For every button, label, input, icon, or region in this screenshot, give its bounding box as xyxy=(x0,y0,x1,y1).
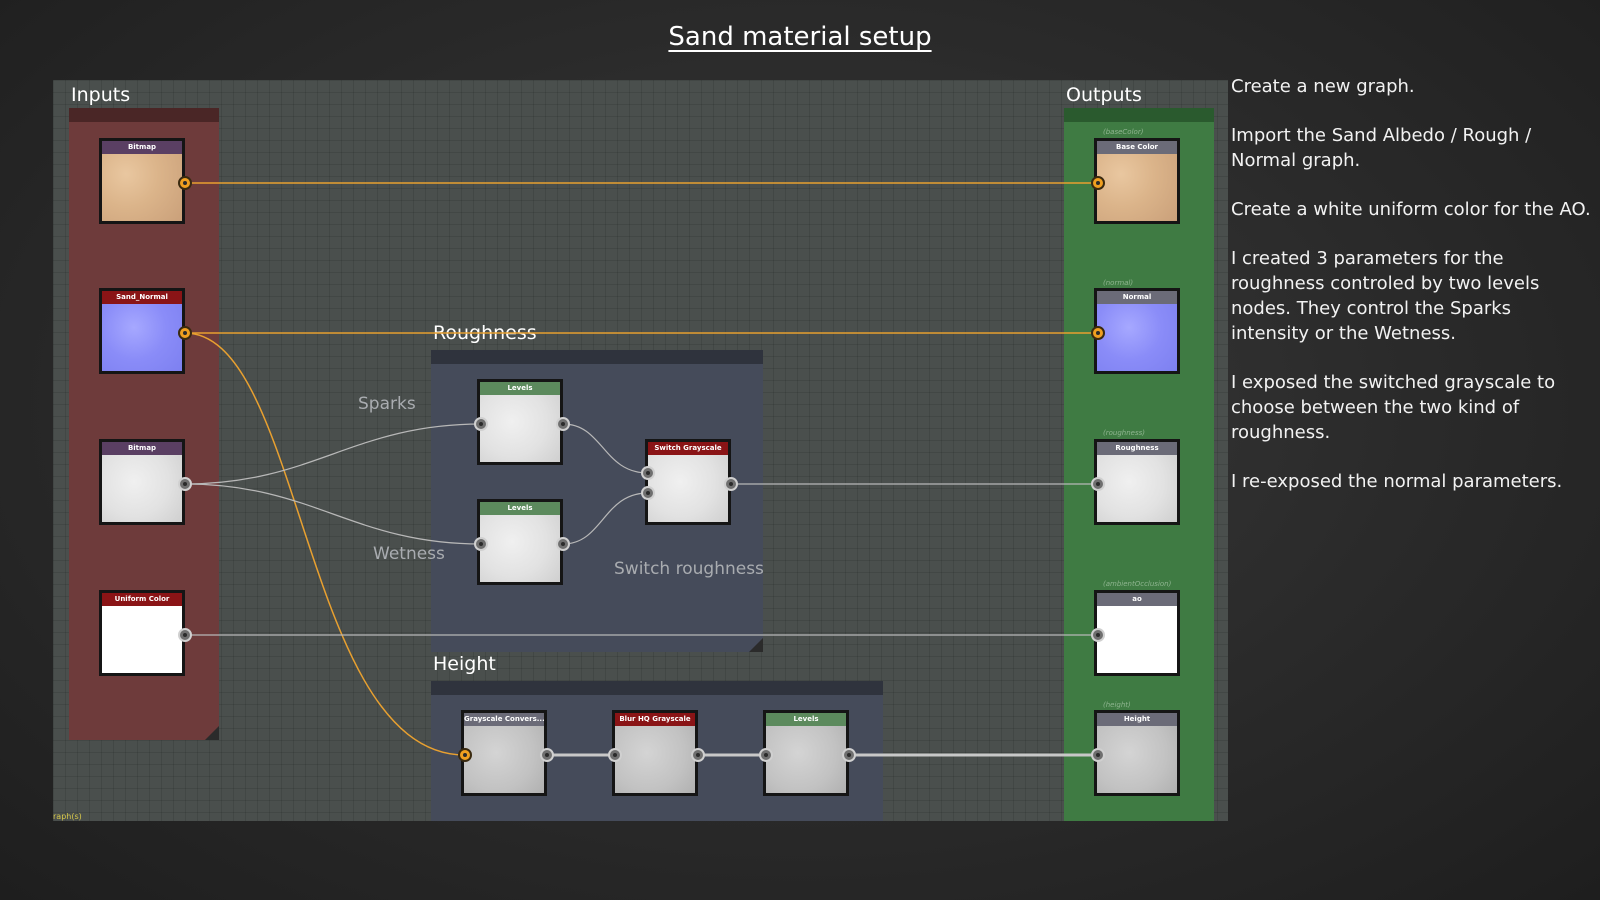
height-frame-label: Height xyxy=(433,653,496,675)
port-switch-in-b[interactable] xyxy=(641,486,655,500)
node-thumbnail xyxy=(1097,154,1177,221)
node-title: Uniform Color xyxy=(102,593,182,606)
grayscale-conversion-node[interactable]: Grayscale Convers... xyxy=(461,710,547,796)
port-levels-sparks-in[interactable] xyxy=(474,417,488,431)
output-id-normal: (normal) xyxy=(1103,279,1134,287)
output-node-roughness[interactable]: Roughness xyxy=(1094,439,1180,525)
levels-node-wetness[interactable]: Levels xyxy=(477,499,563,585)
page-title: Sand material setup xyxy=(668,22,932,52)
output-node-normal[interactable]: Normal xyxy=(1094,288,1180,374)
output-node-basecolor[interactable]: Base Color xyxy=(1094,138,1180,224)
inputs-frame-label: Inputs xyxy=(71,84,131,106)
node-title: Levels xyxy=(480,382,560,395)
node-thumbnail xyxy=(480,515,560,582)
port-grayscale-in[interactable] xyxy=(458,748,472,762)
port-uniform-out[interactable] xyxy=(178,628,192,642)
node-thumbnail xyxy=(766,726,846,793)
node-title: Base Color xyxy=(1097,141,1177,154)
node-thumbnail xyxy=(1097,455,1177,522)
node-title: Blur HQ Grayscale xyxy=(615,713,695,726)
blur-hq-grayscale-node[interactable]: Blur HQ Grayscale xyxy=(612,710,698,796)
node-thumbnail xyxy=(102,304,182,371)
node-thumbnail xyxy=(102,455,182,522)
note-1: Create a new graph. xyxy=(1231,76,1415,97)
node-title: Levels xyxy=(480,502,560,515)
port-levels-height-out[interactable] xyxy=(842,748,856,762)
roughness-frame-header[interactable] xyxy=(431,350,763,364)
node-title: ao xyxy=(1097,593,1177,606)
port-blur-out[interactable] xyxy=(691,748,705,762)
output-id-ao: (ambientOcclusion) xyxy=(1103,580,1172,588)
switch-roughness-label: Switch roughness xyxy=(614,559,764,579)
output-node-ao[interactable]: ao xyxy=(1094,590,1180,676)
port-levels-height-in[interactable] xyxy=(759,748,773,762)
height-frame-header[interactable] xyxy=(431,681,883,695)
outputs-frame-label: Outputs xyxy=(1066,84,1142,106)
graph-canvas[interactable]: Inputs Outputs Roughness Height Sparks W… xyxy=(53,80,1228,821)
port-roughness-in[interactable] xyxy=(1091,477,1105,491)
input-node-uniform-color[interactable]: Uniform Color xyxy=(99,590,185,676)
instructions-panel: Create a new graph. Import the Sand Albe… xyxy=(1231,74,1591,518)
node-thumbnail xyxy=(1097,726,1177,793)
output-id-basecolor: (baseColor) xyxy=(1103,128,1144,136)
port-ao-in[interactable] xyxy=(1091,628,1105,642)
output-node-height[interactable]: Height xyxy=(1094,710,1180,796)
levels-node-sparks[interactable]: Levels xyxy=(477,379,563,465)
graph-status-text: raph(s) xyxy=(53,812,82,821)
port-grayscale-out[interactable] xyxy=(540,748,554,762)
node-title: Bitmap xyxy=(102,442,182,455)
node-title: Levels xyxy=(766,713,846,726)
roughness-frame-label: Roughness xyxy=(433,322,537,344)
note-2: Import the Sand Albedo / Rough / Normal … xyxy=(1231,125,1532,171)
node-title: Switch Grayscale xyxy=(648,442,728,455)
port-albedo-out[interactable] xyxy=(178,176,192,190)
port-normal-in[interactable] xyxy=(1091,326,1105,340)
output-id-roughness: (roughness) xyxy=(1103,429,1145,437)
node-thumbnail xyxy=(480,395,560,462)
sparks-label: Sparks xyxy=(358,394,416,414)
port-normal-out[interactable] xyxy=(178,326,192,340)
port-blur-in[interactable] xyxy=(608,748,622,762)
node-thumbnail xyxy=(102,154,182,221)
output-id-height: (height) xyxy=(1103,701,1131,709)
note-3: Create a white uniform color for the AO. xyxy=(1231,199,1591,220)
node-title: Roughness xyxy=(1097,442,1177,455)
node-thumbnail xyxy=(464,726,544,793)
node-title: Sand_Normal xyxy=(102,291,182,304)
input-node-albedo[interactable]: Bitmap xyxy=(99,138,185,224)
input-node-normal[interactable]: Sand_Normal xyxy=(99,288,185,374)
node-title: Grayscale Convers... xyxy=(464,713,544,726)
input-node-roughness[interactable]: Bitmap xyxy=(99,439,185,525)
levels-node-height[interactable]: Levels xyxy=(763,710,849,796)
port-levels-wetness-out[interactable] xyxy=(556,537,570,551)
node-title: Bitmap xyxy=(102,141,182,154)
node-thumbnail xyxy=(615,726,695,793)
inputs-frame-resize-handle[interactable] xyxy=(205,726,219,740)
inputs-frame-header[interactable] xyxy=(69,108,219,122)
node-thumbnail xyxy=(102,606,182,673)
outputs-frame-header[interactable] xyxy=(1064,108,1214,122)
port-basecolor-in[interactable] xyxy=(1091,176,1105,190)
node-title: Height xyxy=(1097,713,1177,726)
node-thumbnail xyxy=(1097,606,1177,673)
node-thumbnail xyxy=(648,455,728,522)
wetness-label: Wetness xyxy=(373,544,445,564)
port-levels-wetness-in[interactable] xyxy=(474,537,488,551)
port-switch-in-a[interactable] xyxy=(641,466,655,480)
node-thumbnail xyxy=(1097,304,1177,371)
port-levels-sparks-out[interactable] xyxy=(556,417,570,431)
note-6: I re-exposed the normal parameters. xyxy=(1231,471,1563,492)
roughness-frame-resize-handle[interactable] xyxy=(749,638,763,652)
port-height-in[interactable] xyxy=(1091,748,1105,762)
note-5: I exposed the switched grayscale to choo… xyxy=(1231,372,1556,443)
switch-grayscale-node[interactable]: Switch Grayscale xyxy=(645,439,731,525)
port-roughness-out[interactable] xyxy=(178,477,192,491)
node-title: Normal xyxy=(1097,291,1177,304)
note-4: I created 3 parameters for the roughness… xyxy=(1231,248,1540,344)
port-switch-out[interactable] xyxy=(724,477,738,491)
